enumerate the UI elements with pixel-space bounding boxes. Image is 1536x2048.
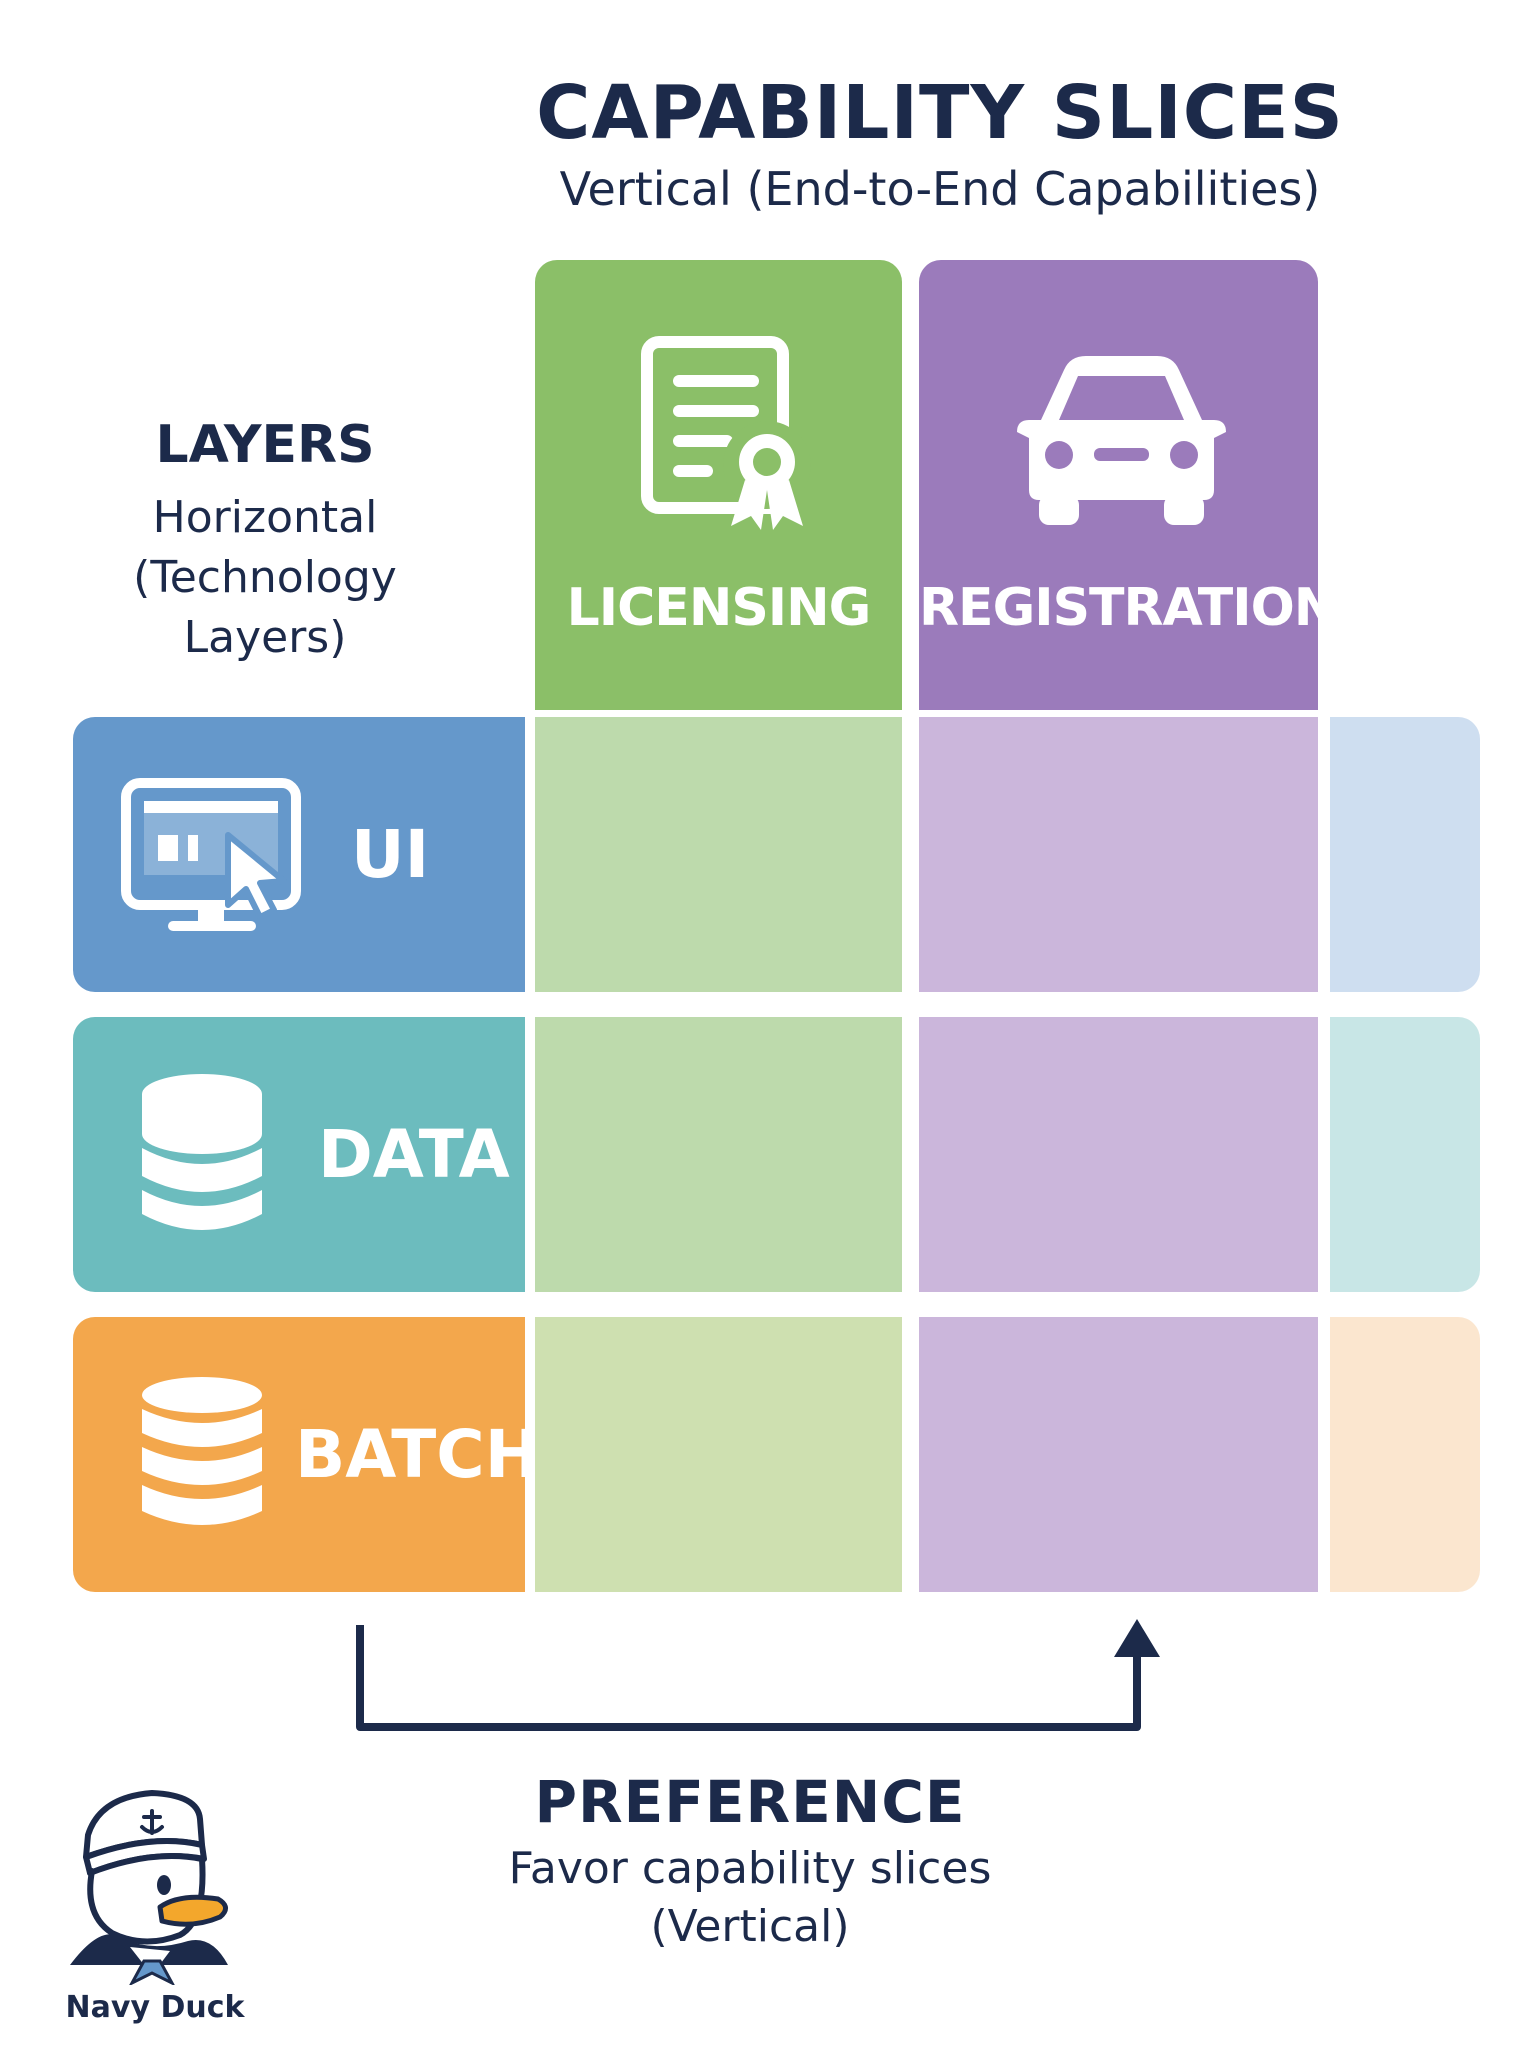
layer-ui-label: UI (351, 816, 430, 893)
certificate-icon (641, 336, 811, 530)
navy-duck-logo (70, 1790, 228, 1985)
capability-registration-header: REGISTRATION (919, 260, 1337, 710)
layer-batch-label: BATCH (295, 1416, 540, 1493)
cell-data-registration (919, 1017, 1318, 1292)
cell-batch-registration (919, 1317, 1318, 1592)
layers-subtitle-line: Layers) (183, 612, 347, 663)
database-stack-icon (142, 1377, 262, 1525)
layers-subtitle-line: Horizontal (152, 492, 378, 543)
cell-ui-registration (919, 717, 1318, 992)
capability-licensing-label: LICENSING (566, 578, 872, 638)
capability-licensing-header: LICENSING (535, 260, 902, 710)
preference-subtitle: Favor capability slices (Vertical) (450, 1840, 1050, 1956)
layers-subtitle: Horizontal (Technology Layers) (105, 488, 425, 668)
capability-slices-subtitle: Vertical (End-to-End Capabilities) (559, 162, 1321, 216)
cell-ui-licensing (535, 717, 902, 992)
cell-batch-licensing (535, 1317, 902, 1592)
layer-data: DATA (73, 1017, 525, 1292)
preference-subtitle-line: Favor capability slices (508, 1843, 992, 1894)
cell-batch-extension (1330, 1317, 1480, 1592)
capability-registration-label: REGISTRATION (919, 578, 1337, 638)
layer-data-label: DATA (318, 1116, 510, 1193)
layer-batch: BATCH (73, 1317, 540, 1592)
database-icon (142, 1074, 262, 1230)
cell-ui-extension (1330, 717, 1480, 992)
preference-title: PREFERENCE (534, 1768, 966, 1836)
cell-data-extension (1330, 1017, 1480, 1292)
layers-title: LAYERS (155, 415, 375, 475)
cell-data-licensing (535, 1017, 902, 1292)
capability-slices-title: CAPABILITY SLICES (536, 70, 1344, 156)
preference-subtitle-line: (Vertical) (650, 1901, 850, 1952)
monitor-cursor-icon (121, 778, 301, 931)
preference-arrow (356, 1619, 1160, 1731)
layers-subtitle-line: (Technology (133, 552, 397, 603)
car-icon (1017, 356, 1226, 525)
layer-ui: UI (73, 717, 525, 992)
brand-name: Navy Duck (65, 1990, 245, 2025)
